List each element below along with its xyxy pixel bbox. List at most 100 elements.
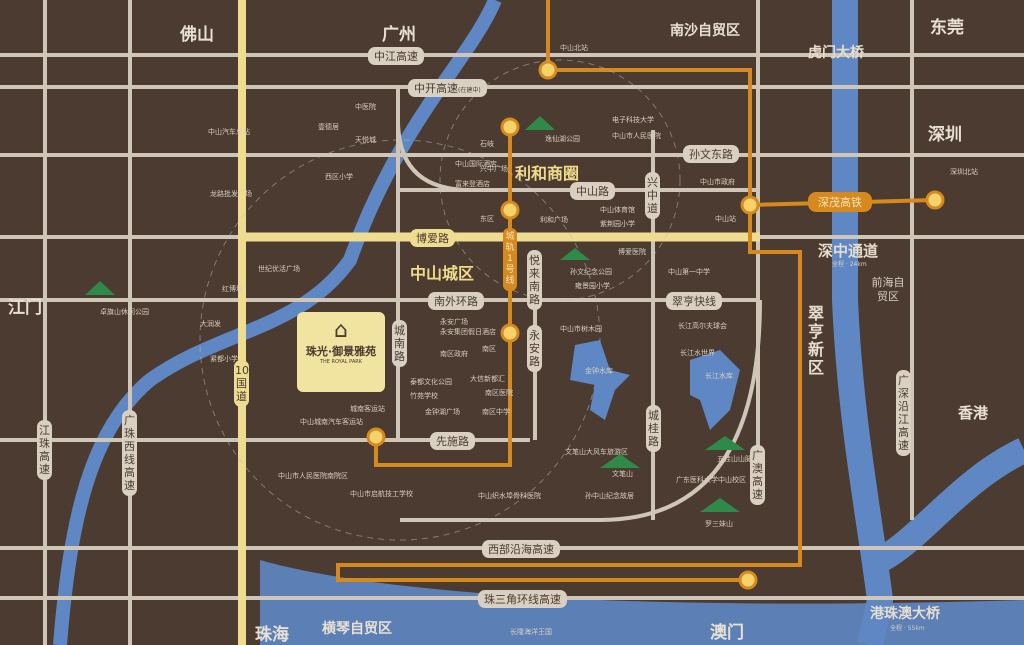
city-jiangmen: 江门: [8, 298, 42, 318]
project-name: 珠光·御景雅苑: [305, 345, 377, 358]
poi-label: 富来登酒店: [455, 180, 490, 188]
poi-label: 中山市启航技工学校: [350, 490, 413, 498]
poi-label: 天悦城: [355, 136, 376, 144]
poi-label: 龙路批发广场: [210, 190, 252, 198]
mountains: [85, 116, 745, 512]
poi-label: 中山站: [715, 215, 736, 223]
road-boai: 博爱路: [410, 229, 455, 247]
project-marker[interactable]: ⌂ 珠光·御景雅苑 THE ROYAL PARK: [297, 312, 385, 392]
poi-label: 孙中山纪念故居: [585, 492, 634, 500]
city-foshan: 佛山: [180, 25, 214, 45]
area-lihe: 利和商圈: [515, 164, 580, 183]
poi-label: 西区小学: [325, 173, 353, 181]
road-zhongjiang: 中江高速: [368, 47, 424, 65]
poi-label: 中山国际酒店: [455, 160, 497, 168]
nansha: 南沙自贸区: [670, 23, 740, 39]
poi-label: 中山体育馆: [600, 206, 635, 214]
city-zhuhai: 珠海: [255, 625, 289, 645]
poi-label: 长隆海洋王国: [510, 628, 552, 636]
poi-label: 大润发: [200, 320, 221, 328]
poi-label: 世纪优活广场: [258, 265, 300, 273]
poi-label: 中山市政府: [700, 178, 735, 186]
poi-label: 文笔山: [612, 470, 633, 478]
poi-label: 中山市人民医院南院区: [278, 472, 348, 480]
area-cuiheng: 翠亨新区: [808, 304, 825, 377]
city-shenzhen: 深圳: [928, 125, 962, 145]
river-pearl: [832, 0, 1024, 645]
poi-label: 南区: [482, 345, 496, 353]
poi-label: 卓旗山休闲公园: [100, 308, 149, 316]
road-cuiheng-exp: 翠亨快线: [666, 292, 722, 310]
poi-label: 五桂山山脉: [717, 455, 752, 463]
poi-label: 广东医科大学中山校区: [676, 476, 746, 484]
city-hongkong: 香港: [958, 404, 989, 422]
poi-label: 利和广场: [540, 216, 568, 224]
road-zhongshan: 中山路: [570, 182, 615, 200]
poi-label: 中山织水埠骨科医院: [478, 492, 541, 500]
poi-label: 逸仙湖公园: [545, 135, 580, 143]
poi-label: 南区中学: [482, 408, 510, 416]
road-chengnan: 城南路: [392, 320, 407, 367]
poi-label: 竹苑学校: [410, 392, 438, 400]
poi-label: 东区: [480, 215, 494, 223]
poi-label: 紧都小学: [210, 355, 238, 363]
poi-label: 长江水库: [705, 372, 733, 380]
poi-label: 中山汽车总站: [208, 128, 250, 136]
rail-shenmao: 深茂高铁: [808, 192, 872, 212]
hengqin: 横琴自贸区: [322, 621, 392, 637]
poi-label: 长江高尔夫球会: [678, 322, 727, 330]
road-jiangzhu: 江珠高速: [37, 420, 52, 480]
road-zhongkai-label: 中开高速: [414, 82, 458, 95]
road-zhongkai: 中开高速(在建中): [408, 79, 487, 97]
stations: [366, 60, 945, 590]
humen-bridge: 虎门大桥: [808, 45, 864, 61]
road-guangshen: 广深沿江高速: [896, 370, 911, 456]
road-guangao: 广澳高速: [750, 445, 765, 505]
area-qianhai: 前海自贸区: [871, 276, 905, 303]
poi-label: 中山第一中学: [668, 268, 710, 276]
road-xianshi: 先施路: [430, 432, 475, 450]
road-chenggui: 城桂路: [646, 405, 661, 452]
road-yongan: 永安路: [527, 325, 542, 372]
poi-label: 城南客运站: [350, 405, 385, 413]
project-en: THE ROYAL PARK: [319, 359, 363, 365]
poi-label: 文笔山大风车旅游区: [565, 448, 628, 456]
poi-label: 泰都文化公园: [410, 378, 452, 386]
road-xingzhong: 兴中道: [645, 172, 660, 219]
poi-label: 石岐: [480, 140, 494, 148]
poi-label: 电子科技大学: [612, 116, 654, 124]
poi-label: 博爱医院: [618, 248, 646, 256]
poi-label: 中山市人民医院: [612, 132, 661, 140]
gangzhuao-bridge: 港珠澳大桥: [870, 606, 940, 622]
road-nanwaihuan: 南外环路: [428, 292, 484, 310]
poi-label: 中山市树木园: [560, 325, 602, 333]
poi-label: 中医院: [355, 103, 376, 111]
poi-label: 大信新都汇: [470, 375, 505, 383]
road-yuelai: 悦来南路: [527, 250, 542, 310]
poi-label: 红博城: [222, 285, 243, 293]
city-macau: 澳门: [710, 623, 744, 643]
poi-label: 永安广场: [440, 318, 468, 326]
poi-label: 南区医院: [485, 389, 513, 397]
city-dongguan: 东莞: [930, 18, 964, 38]
poi-label: 孙文纪念公园: [570, 268, 612, 276]
poi-label: 中山北站: [560, 44, 588, 52]
road-zhongkai-note: (在建中): [458, 87, 481, 94]
poi-label: 深圳北站: [950, 168, 978, 176]
poi-label: 中山城南汽车客运站: [300, 418, 363, 426]
poi-label: 罗三妹山: [705, 520, 733, 528]
poi-label: 永安集团假日酒店: [440, 328, 496, 336]
poi-label: 南区政府: [440, 350, 468, 358]
poi-label: 金钟湖广场: [425, 408, 460, 416]
poi-label: 兴中广场: [480, 165, 508, 173]
poi-label: 金钟水库: [585, 367, 613, 375]
area-chengqu: 中山城区: [410, 264, 475, 283]
poi-label: 壹德居: [318, 123, 339, 131]
shenzhong-tunnel: 深中通道: [818, 242, 879, 260]
road-sunwen: 孙文东路: [683, 145, 739, 163]
city-guangzhou: 广州: [382, 25, 416, 45]
project-logo-icon: ⌂: [334, 318, 348, 343]
road-guangxi: 广珠西线高速: [122, 410, 137, 496]
